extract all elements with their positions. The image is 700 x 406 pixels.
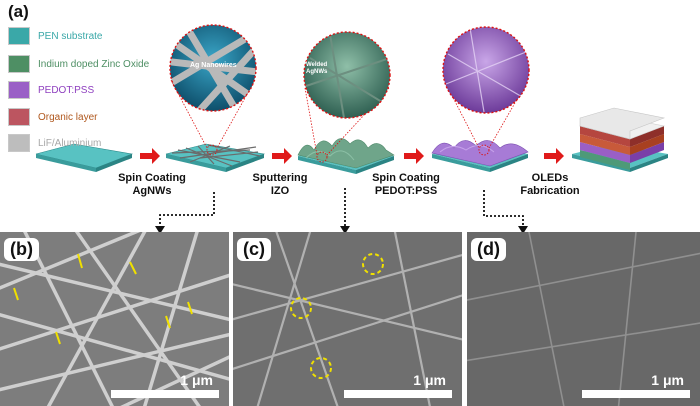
label-welded-agnws: Welded AgNWs xyxy=(306,62,328,75)
scale-bar-d xyxy=(582,390,690,398)
sem-connectors xyxy=(159,188,524,228)
legend-label-pen: PEN substrate xyxy=(38,30,103,42)
connector-arrowhead-d xyxy=(518,226,528,234)
legend-item-pen: PEN substrate xyxy=(8,26,102,46)
sem-nanowire-texture-b xyxy=(0,232,229,406)
connector-arrowhead-b xyxy=(155,226,165,234)
process-arrows xyxy=(140,148,564,164)
legend-label-lif: LiF/Aluminium xyxy=(38,137,102,149)
step-label-spin-agnws: Spin Coating AgNWs xyxy=(118,172,186,197)
izo-on-agnw-slab xyxy=(297,138,395,174)
legend-label-izo: Indium doped Zinc Oxide xyxy=(38,58,150,70)
zoom-circle-welded xyxy=(303,31,391,156)
scale-label-b: 1 μm xyxy=(180,372,213,388)
legend-swatch-pen xyxy=(8,27,30,45)
arrow-step-4 xyxy=(544,148,564,164)
agnw-on-substrate-slab xyxy=(165,143,266,172)
scale-label-c: 1 μm xyxy=(413,372,446,388)
panel-label-b: (b) xyxy=(4,238,39,261)
legend-label-organic: Organic layer xyxy=(38,111,98,123)
label-ag-nanowires: Ag Nanowires xyxy=(190,62,237,69)
zoom-circle-pedot xyxy=(442,26,530,149)
zoom-circle-nanowires xyxy=(169,24,257,149)
scale-bar-b xyxy=(111,390,219,398)
legend-swatch-izo xyxy=(8,55,30,73)
legend-swatch-pedot xyxy=(8,81,30,99)
legend-item-lif: LiF/Aluminium xyxy=(8,133,101,153)
step-label-sputtering: Sputtering IZO xyxy=(252,172,308,197)
legend-item-organic: Organic layer xyxy=(8,107,97,127)
step-label-spin-pedot: Spin Coating PEDOT:PSS xyxy=(372,172,440,197)
legend-label-pedot: PEDOT:PSS xyxy=(38,84,95,96)
legend-swatch-organic xyxy=(8,108,30,126)
oled-stack-slab xyxy=(572,107,668,172)
pen-substrate-slab xyxy=(35,143,134,172)
arrow-step-2 xyxy=(272,148,292,164)
legend-item-izo: Indium doped Zinc Oxide xyxy=(8,54,149,74)
scale-bar-c xyxy=(344,390,452,398)
sem-panel-d: (d) 1 μm xyxy=(467,232,700,406)
legend-swatch-lif xyxy=(8,134,30,152)
legend-item-pedot: PEDOT:PSS xyxy=(8,80,94,100)
sem-pedot-texture-d xyxy=(467,232,700,406)
panel-label-a: (a) xyxy=(8,2,29,21)
sem-panel-b: (b) 1 μm xyxy=(0,232,229,406)
sem-izo-texture-c xyxy=(233,232,462,406)
panel-label-c: (c) xyxy=(237,238,271,261)
connector-arrowhead-c xyxy=(340,226,350,234)
arrow-step-3 xyxy=(404,148,424,164)
pedot-on-izo-slab xyxy=(431,140,529,172)
sem-panel-c: (c) 1 μm xyxy=(233,232,462,406)
arrow-step-1 xyxy=(140,148,160,164)
step-label-oled: OLEDs Fabrication xyxy=(520,172,580,197)
panel-label-d: (d) xyxy=(471,238,506,261)
scale-label-d: 1 μm xyxy=(651,372,684,388)
